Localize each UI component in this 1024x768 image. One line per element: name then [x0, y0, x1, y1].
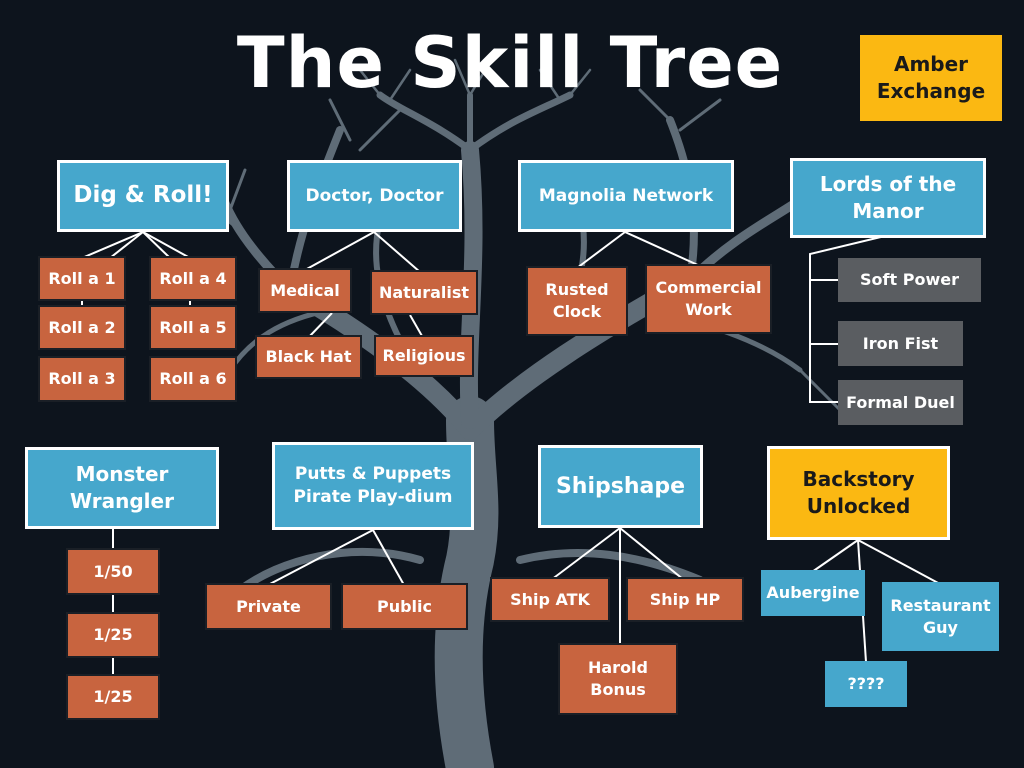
skill-harold-bonus: Harold Bonus — [558, 643, 678, 715]
skill-roll-6: Roll a 6 — [149, 356, 237, 402]
skill-ship-atk: Ship ATK — [490, 577, 610, 622]
page-title: The Skill Tree — [236, 22, 784, 104]
skill-restaurant-guy: Restaurant Guy — [882, 582, 999, 651]
odds-1-25-b: 1/25 — [66, 674, 160, 720]
skill-aubergine: Aubergine — [761, 570, 865, 616]
node-putts-and-puppets: Putts & Puppets Pirate Play-dium — [272, 442, 474, 530]
skill-roll-5: Roll a 5 — [149, 305, 237, 350]
node-monster-wrangler: Monster Wrangler — [25, 447, 219, 529]
node-shipshape: Shipshape — [538, 445, 703, 528]
node-lords-of-the-manor: Lords of the Manor — [790, 158, 986, 238]
skill-roll-3: Roll a 3 — [38, 356, 126, 402]
odds-1-50: 1/50 — [66, 548, 160, 595]
skill-iron-fist: Iron Fist — [838, 321, 963, 366]
skill-commercial-work: Commercial Work — [645, 264, 772, 334]
skill-roll-4: Roll a 4 — [149, 256, 237, 301]
skill-roll-1: Roll a 1 — [38, 256, 126, 301]
skill-medical: Medical — [258, 268, 352, 313]
skill-ship-hp: Ship HP — [626, 577, 744, 622]
skill-public: Public — [341, 583, 468, 630]
skill-rusted-clock: Rusted Clock — [526, 266, 628, 336]
skill-roll-2: Roll a 2 — [38, 305, 126, 350]
skill-black-hat: Black Hat — [255, 335, 362, 379]
skill-formal-duel: Formal Duel — [838, 380, 963, 425]
node-backstory-unlocked: Backstory Unlocked — [767, 446, 950, 540]
odds-1-25-a: 1/25 — [66, 612, 160, 658]
skill-naturalist: Naturalist — [370, 270, 478, 315]
skill-soft-power: Soft Power — [838, 258, 981, 302]
skill-unknown: ???? — [825, 661, 907, 707]
node-magnolia-network: Magnolia Network — [518, 160, 734, 232]
node-dig-and-roll: Dig & Roll! — [57, 160, 229, 232]
skill-private: Private — [205, 583, 332, 630]
amber-exchange-badge: Amber Exchange — [860, 35, 1002, 121]
skill-religious: Religious — [374, 335, 474, 377]
node-doctor-doctor: Doctor, Doctor — [287, 160, 462, 232]
